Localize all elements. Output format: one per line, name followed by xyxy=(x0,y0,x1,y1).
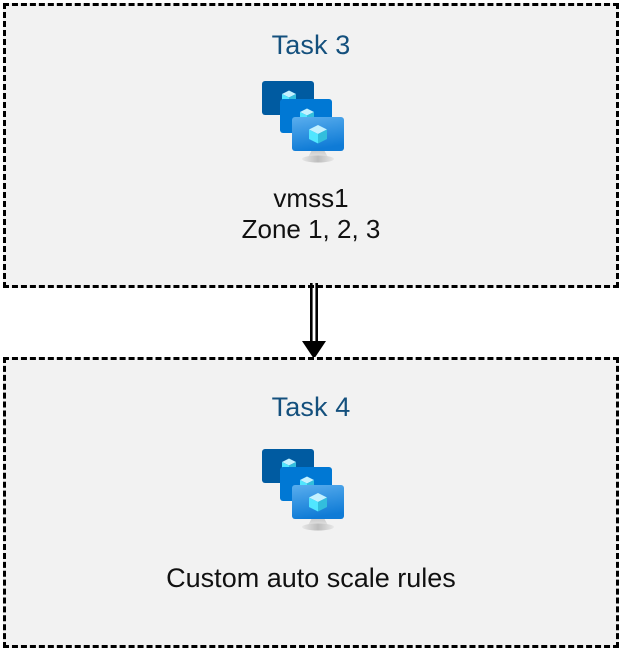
task-caption-task-4: Custom auto scale rules xyxy=(166,563,456,593)
vmss-icon xyxy=(259,443,363,537)
task-box-task-3[interactable]: Task 3 xyxy=(3,3,619,288)
task-title-task-4: Task 4 xyxy=(271,392,351,422)
task-caption-task-3: vmss1 Zone 1, 2, 3 xyxy=(241,183,381,244)
vmss-icon xyxy=(259,75,363,169)
connector-arrow-down xyxy=(296,283,332,361)
task-title-task-3: Task 3 xyxy=(271,30,351,60)
task-box-task-4[interactable]: Task 4 xyxy=(3,357,619,648)
